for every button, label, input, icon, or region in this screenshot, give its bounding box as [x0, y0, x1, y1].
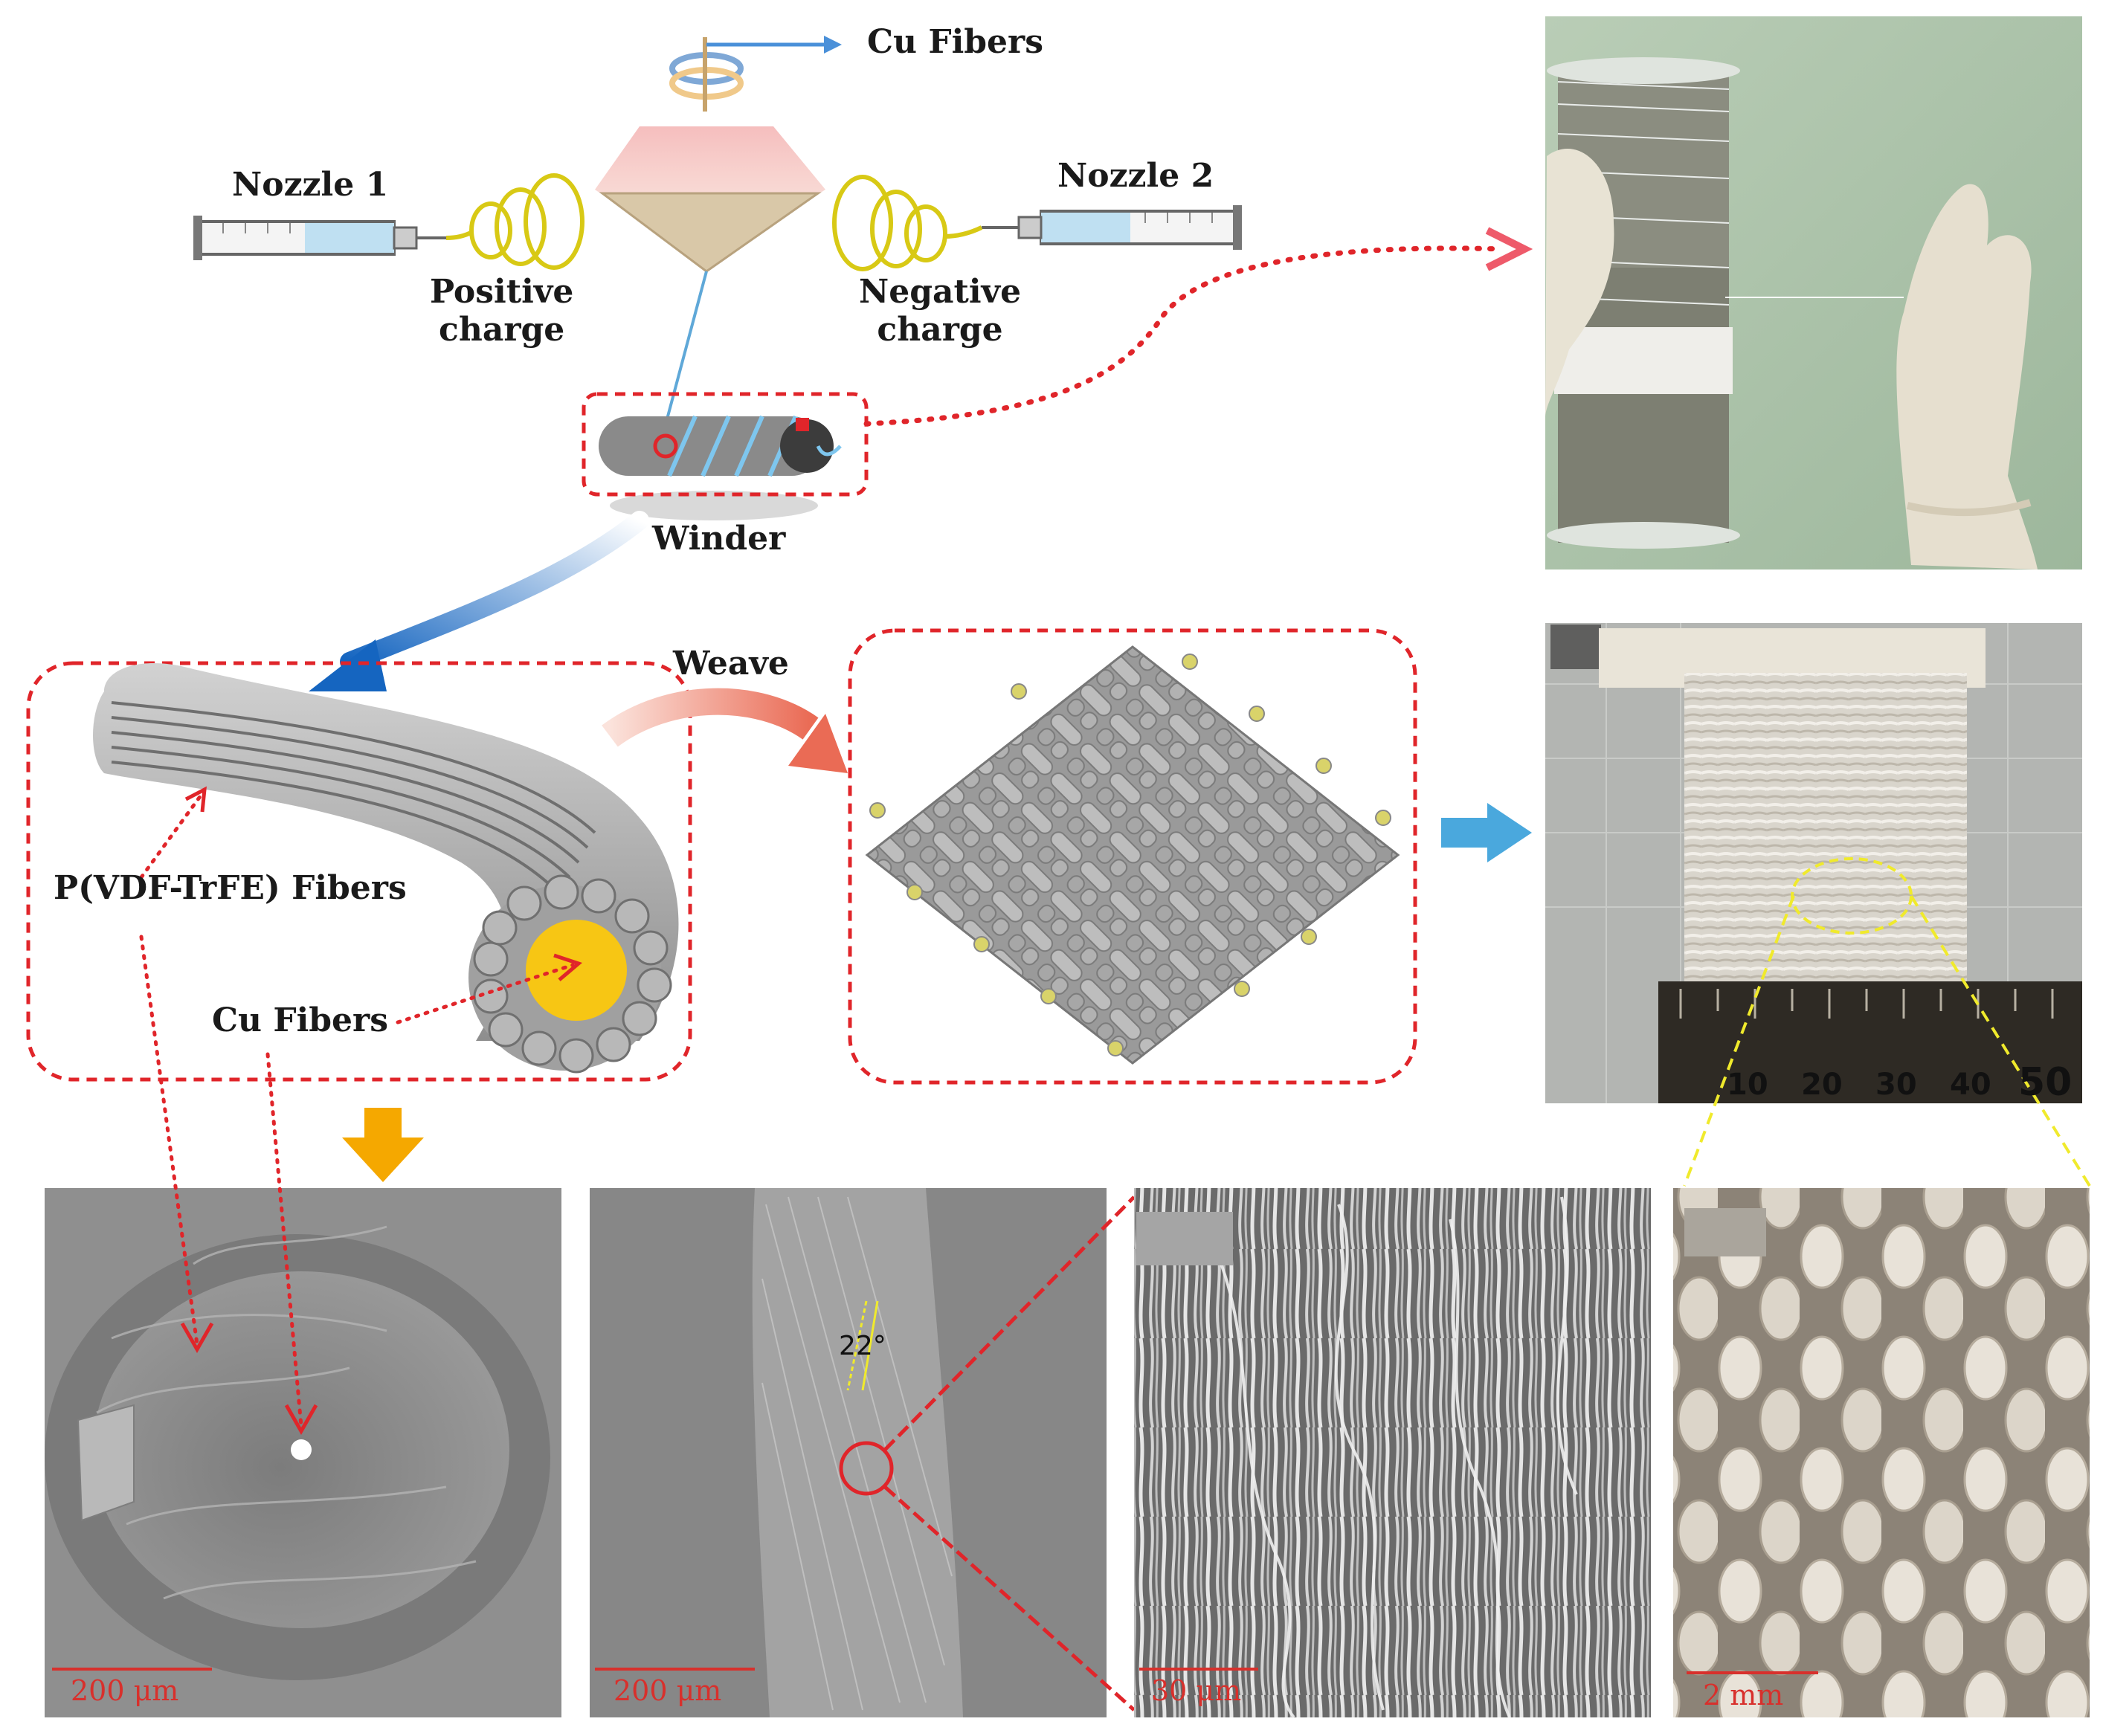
woven-fabric-illustration [865, 645, 1400, 1065]
arrow-head-icon [1485, 227, 1533, 271]
fabric-photo [1545, 623, 2082, 1103]
syringe-1-icon [193, 216, 446, 260]
woven-to-photo-arrow [1441, 803, 1532, 862]
nozzle-2-label: Nozzle 2 [1057, 157, 1214, 195]
arrow-head-icon [824, 36, 842, 54]
cu-label-pointer [396, 963, 575, 1025]
woven-highlight-box [848, 628, 1417, 1085]
negative-charge-label: Negative charge [859, 273, 1022, 349]
ruler-tick-50: 50 [2018, 1060, 2073, 1105]
ruler-tick-10: 10 [1727, 1068, 1768, 1102]
sem-nanofiber-panel [1134, 1188, 1651, 1719]
winder-to-photo-dotted-arrow [863, 245, 1505, 427]
cu-to-sem-connector [265, 1052, 303, 1428]
twist-angle-label: 22° [839, 1331, 886, 1361]
ruler-tick-40: 40 [1950, 1068, 1991, 1102]
scale-label-1: 200 μm [71, 1674, 179, 1707]
pvdf-to-sem-connector [139, 935, 199, 1346]
winder-device [599, 415, 842, 520]
collector-spinner-icon [669, 37, 744, 112]
arrow-head-icon [180, 1322, 214, 1354]
scale-label-4: 2 mm [1703, 1679, 1784, 1711]
sem-cross-section-panel [45, 1188, 561, 1717]
yarn-to-sem-arrow [342, 1108, 424, 1182]
arrow-head-icon [309, 639, 387, 691]
weave-arrow [602, 688, 819, 747]
positive-charge-label: Positive charge [430, 273, 574, 349]
ruler-tick-30: 30 [1875, 1068, 1917, 1102]
cu-fibers-top-label: Cu Fibers [867, 23, 1043, 61]
arrow-head-icon [788, 714, 848, 773]
ruler-tick-20: 20 [1801, 1068, 1843, 1102]
arrow-head-icon [184, 786, 207, 813]
yarn-line [660, 271, 708, 439]
nozzle-1-label: Nozzle 1 [232, 166, 389, 204]
scale-label-3: 30 μm [1151, 1674, 1242, 1707]
weave-label: Weave [673, 645, 789, 683]
positive-charge-spiral-icon [445, 173, 584, 270]
fabric-closeup-panel [1673, 1188, 2090, 1717]
winder-to-yarn-arrow [340, 511, 649, 671]
zoom-line-bottom [883, 1485, 1136, 1711]
zoom-line-top [883, 1195, 1136, 1451]
pvdf-label-pointer [139, 793, 203, 880]
zoom-line-left [1683, 895, 1795, 1187]
sem-yarn-panel [590, 1188, 1107, 1717]
cu-core [526, 920, 627, 1021]
sem2-zoom-circle [839, 1441, 894, 1496]
twisted-yarn-illustration [93, 662, 679, 1074]
cu-fibers-bottom-label: Cu Fibers [212, 1001, 388, 1039]
yarn-winding-photo [1545, 16, 2082, 569]
funnel-cone [599, 192, 822, 273]
scale-label-2: 200 μm [613, 1674, 722, 1707]
yarn-highlight-box [26, 661, 692, 1082]
winder-label: Winder [652, 520, 786, 558]
arrow-head-icon [553, 953, 583, 981]
pvdf-fibers-label: P(VDF-TrFE) Fibers [54, 869, 407, 907]
syringe-2-icon [982, 205, 1242, 250]
negative-charge-spiral-icon [832, 175, 983, 271]
winder-highlight-box [582, 392, 869, 497]
arrow-head-icon [284, 1404, 318, 1436]
